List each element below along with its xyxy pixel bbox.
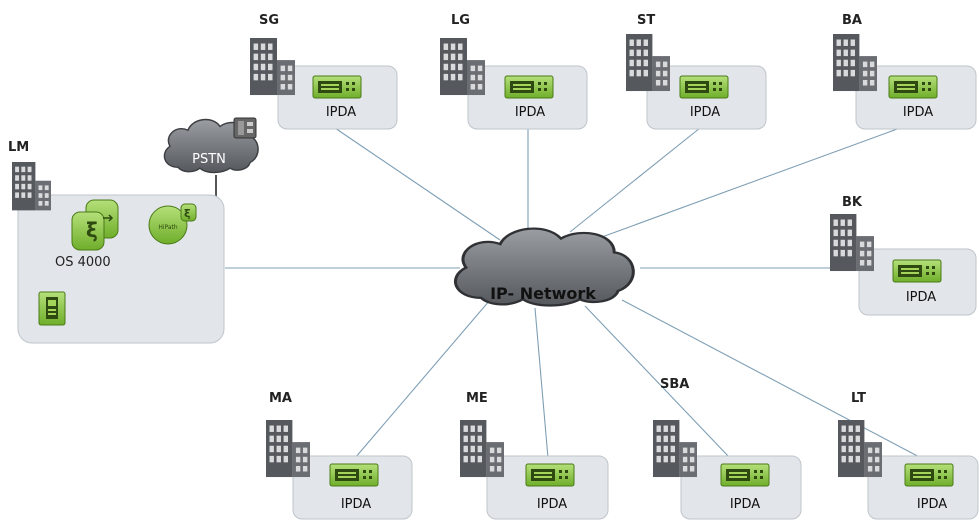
site-label: SBA [660,377,689,392]
gateway-device-icon [525,463,575,487]
device-label: IPDA [326,105,356,120]
remote-site-sg: SG IPDA [250,13,398,130]
building-icon [266,420,310,478]
gateway-device-icon [720,463,770,487]
phone-icon [233,117,257,139]
site-label: BK [842,195,863,210]
gateway-device-icon [679,75,729,99]
svg-text:ξ: ξ [86,218,98,242]
remote-site-bk: BK IPDA [830,195,977,316]
device-label: IPDA [690,105,720,120]
link-me [534,307,549,459]
device-label: IPDA [537,497,567,512]
pstn-cloud: PSTN [163,117,259,174]
building-icon [626,34,670,92]
device-label: IPDA [341,497,371,512]
gateway-device-icon [312,75,362,99]
site-label: LG [451,13,470,28]
remote-site-sba: SBA IPDA [653,377,802,520]
hipath-badge-icon: ξ HiPath [148,203,197,245]
svg-text:ξ: ξ [184,207,191,220]
link-sba [584,305,731,459]
gateway-device-icon [888,75,938,99]
device-label: IPDA [730,497,760,512]
site-box [486,455,609,520]
link-sg [334,127,501,241]
site-box [680,455,802,520]
device-label: IPDA [903,105,933,120]
link-lt [621,299,926,461]
link-st [569,127,701,233]
remote-site-ma: MA IPDA [266,391,413,520]
remote-site-lt: LT IPDA [838,391,979,520]
network-label: IP- Network [490,284,596,303]
gateway-device-icon [329,463,379,487]
building-icon [440,38,485,96]
hipath-badge-label: HiPath [158,224,178,231]
remote-site-st: ST IPDA [626,13,767,130]
gateway-device-icon [892,259,942,283]
site-label: LM [8,140,29,155]
building-icon [250,38,295,96]
building-icon [833,34,877,92]
site-label: MA [269,391,292,406]
pstn-label: PSTN [192,152,226,167]
site-box [292,455,413,520]
gateway-device-icon [904,463,954,487]
site-label: SG [259,13,279,28]
device-label: IPDA [515,105,545,120]
site-label: BA [842,13,862,28]
gateway-device-icon [504,75,554,99]
device-label: IPDA [906,290,936,305]
links [215,127,926,461]
link-ma [354,299,491,459]
remote-site-lg: LG IPDA [440,13,588,130]
building-icon [838,420,882,478]
ip-network-cloud: IP- Network [453,227,635,308]
server-icon: ξ [71,199,119,251]
remote-site-ba: BA IPDA [833,13,977,130]
site-label: ST [637,13,655,28]
building-icon [653,420,697,478]
server-label: OS 4000 [55,255,111,270]
main-site: LM ξ OS 4000 ξ HiPath [8,140,225,344]
building-icon [12,162,51,211]
remote-site-me: ME IPDA [460,391,609,520]
building-icon [460,420,504,478]
building-icon [830,214,874,272]
site-label: ME [466,391,488,406]
device-label: IPDA [917,497,947,512]
site-label: LT [851,391,866,406]
phone-icon [38,291,66,326]
link-ba [579,127,901,246]
